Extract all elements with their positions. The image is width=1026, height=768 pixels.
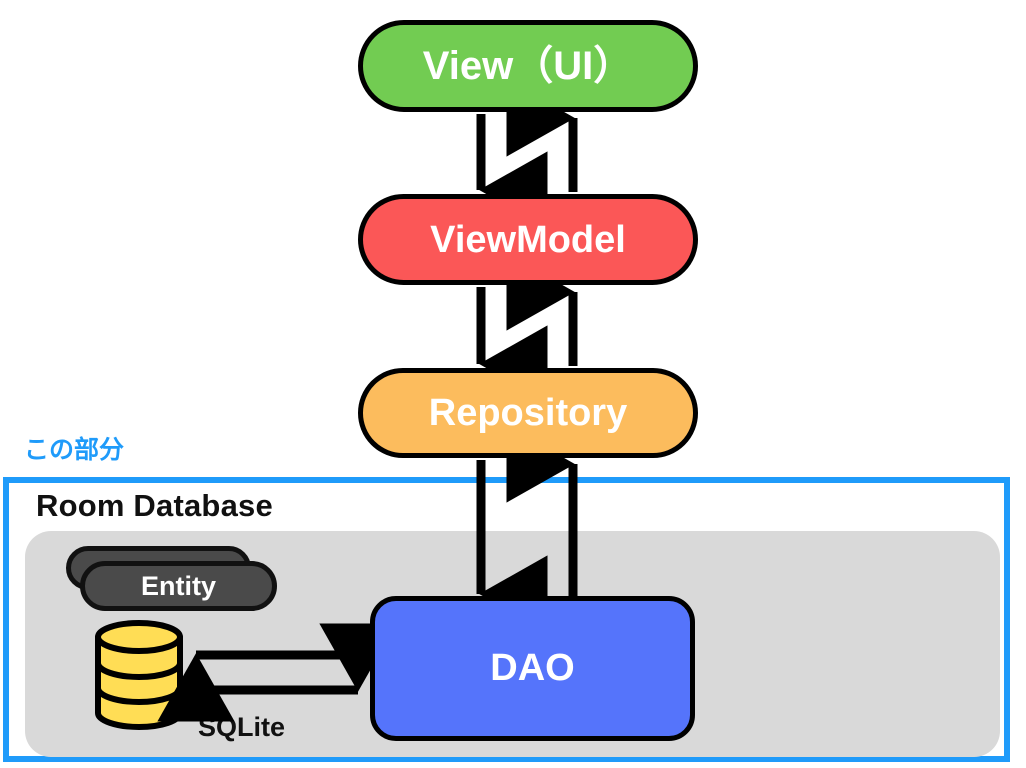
layer-label-dao: DAO [490, 647, 575, 689]
layer-label-viewmodel: ViewModel [430, 218, 626, 261]
layer-label-repository: Repository [428, 392, 628, 434]
sqlite-label: SQLite [198, 712, 286, 742]
layer-box-dao[interactable]: DAO [370, 596, 695, 741]
sqlite-database-icon [93, 620, 185, 730]
layer-box-repository[interactable]: Repository [358, 368, 698, 458]
entity-box[interactable]: Entity [80, 561, 277, 611]
callout-kono-bubun: この部分 [21, 434, 126, 467]
layer-box-view[interactable]: View（UI） [358, 20, 698, 112]
layer-label-view: View（UI） [422, 44, 634, 88]
entity-label: Entity [140, 570, 216, 601]
layer-box-viewmodel[interactable]: ViewModel [358, 194, 698, 285]
room-database-title: Room Database [36, 488, 273, 523]
